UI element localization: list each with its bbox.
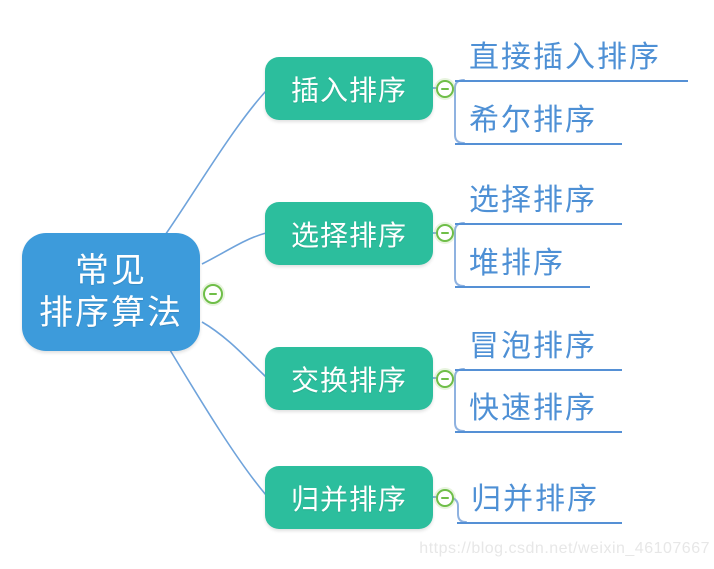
connector-root-to-branch-2 [201, 232, 267, 265]
branch-node-insertion-sort[interactable]: 插入排序 [265, 57, 433, 120]
branch-node-selection-sort[interactable]: 选择排序 [265, 202, 433, 265]
minus-bar [441, 378, 449, 380]
branch-label: 插入排序 [290, 74, 407, 106]
branch-label: 交换排序 [290, 364, 407, 396]
leaf-node-quick-sort[interactable]: 快速排序 [455, 389, 622, 433]
collapse-minus-icon-branch-1[interactable] [436, 80, 454, 98]
minus-bar [441, 88, 449, 90]
leaf-node-selection-sort[interactable]: 选择排序 [455, 181, 622, 225]
leaf-node-heap-sort[interactable]: 堆排序 [455, 244, 590, 288]
leaf-node-shell-sort[interactable]: 希尔排序 [455, 101, 622, 145]
connector-root-to-branch-1 [162, 90, 267, 239]
leaf-node-bubble-sort[interactable]: 冒泡排序 [455, 327, 622, 371]
watermark-url: https://blog.csdn.net/weixin_46107667 [419, 540, 710, 557]
connector-root-to-branch-3 [201, 321, 267, 378]
root-topic-label-line2: 排序算法 [39, 294, 183, 332]
branch-label: 归并排序 [290, 483, 407, 515]
minus-bar [209, 293, 217, 295]
root-topic-node[interactable]: 常见 排序算法 [22, 233, 200, 351]
root-topic-label-line1: 常见 [75, 252, 147, 290]
minus-bar [441, 232, 449, 234]
collapse-minus-icon-root[interactable] [203, 284, 223, 304]
leaf-node-direct-insertion-sort[interactable]: 直接插入排序 [455, 38, 688, 82]
branch-node-exchange-sort[interactable]: 交换排序 [265, 347, 433, 410]
connector-root-to-branch-4 [169, 349, 267, 496]
collapse-minus-icon-branch-4[interactable] [436, 489, 454, 507]
branch-node-merge-sort[interactable]: 归并排序 [265, 466, 433, 529]
collapse-minus-icon-branch-3[interactable] [436, 370, 454, 388]
branch-label: 选择排序 [290, 219, 407, 251]
collapse-minus-icon-branch-2[interactable] [436, 224, 454, 242]
leaf-node-merge-sort[interactable]: 归并排序 [457, 480, 622, 524]
minus-bar [441, 497, 449, 499]
